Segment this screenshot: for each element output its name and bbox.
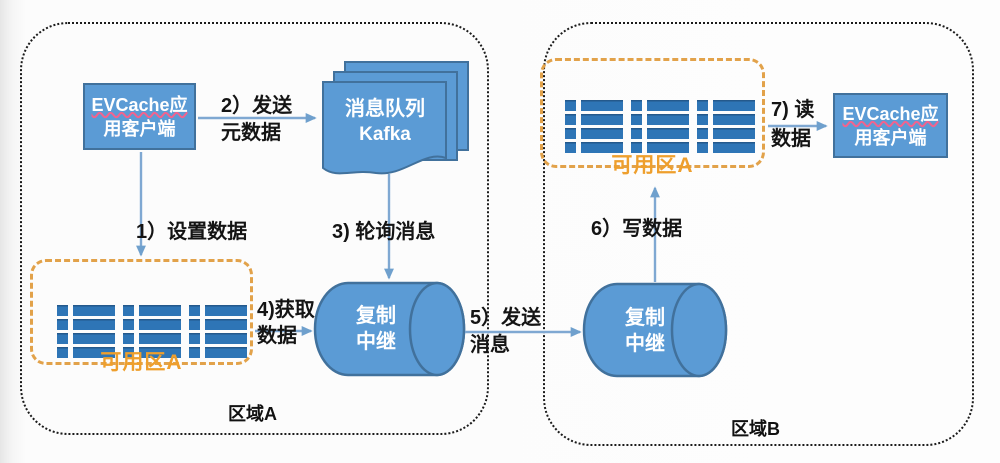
step-5-line2: 消息 [470, 334, 510, 356]
kafka-label-line1: 消息队列 [345, 98, 425, 120]
server-rack-icon [123, 305, 181, 358]
relay-a-line2: 中继 [356, 331, 396, 353]
region-a-boundary [20, 22, 489, 435]
server-rack-icon [565, 100, 623, 153]
evcache-client-b-line2: 用客户端 [854, 127, 927, 148]
kafka-label-line2: Kafka [359, 124, 411, 145]
step-7-line1: 7) 读 [771, 99, 815, 121]
availability-zone-b-label: 可用区A [611, 154, 694, 177]
server-rack-icon [189, 305, 247, 358]
server-rack-icon [631, 100, 689, 153]
evcache-client-b-node: EVCache应 用客户端 [833, 93, 948, 158]
step-2-label: 2）发送 元数据 [221, 93, 292, 147]
region-a-label: 区域A [228, 404, 277, 424]
evcache-client-b-line1: EVCache应 [842, 103, 939, 124]
availability-zone-a-region-a: 可用区A [30, 259, 253, 374]
relay-a-node-label: 复制 中继 [330, 303, 422, 355]
relay-a-line1: 复制 [356, 305, 396, 327]
kafka-node-label: 消息队列 Kafka [325, 97, 445, 147]
step-5-line1: 5）发送 [470, 307, 542, 329]
availability-zone-a-region-b: 可用区A [540, 58, 765, 177]
relay-b-line2: 中继 [625, 333, 665, 355]
step-4-line1: 4)获取 [257, 299, 315, 321]
step-4-line2: 数据 [257, 325, 297, 347]
server-rack-icon [697, 100, 755, 153]
relay-b-node-label: 复制 中继 [599, 305, 691, 357]
server-rack-icon [57, 305, 115, 358]
evcache-client-a-node: EVCache应 用客户端 [83, 83, 196, 150]
evcache-client-a-line1: EVCache应 [91, 94, 188, 115]
region-b-label: 区域B [731, 419, 780, 439]
step-7-line2: 数据 [771, 128, 811, 150]
availability-zone-a-label: 可用区A [100, 351, 183, 374]
step-1-label: 1）设置数据 [136, 221, 248, 243]
step-2-line1: 2）发送 [221, 95, 293, 117]
step-3-label: 3) 轮询消息 [332, 221, 436, 243]
step-5-label: 5）发送 消息 [470, 305, 541, 359]
region-b-boundary [543, 22, 974, 446]
step-4-label: 4)获取 数据 [257, 297, 315, 349]
relay-b-line1: 复制 [625, 307, 665, 329]
step-7-label: 7) 读 数据 [771, 96, 814, 154]
evcache-client-a-line2: 用客户端 [103, 118, 176, 139]
step-2-line2: 元数据 [221, 122, 281, 144]
step-6-label: 6）写数据 [591, 218, 683, 240]
